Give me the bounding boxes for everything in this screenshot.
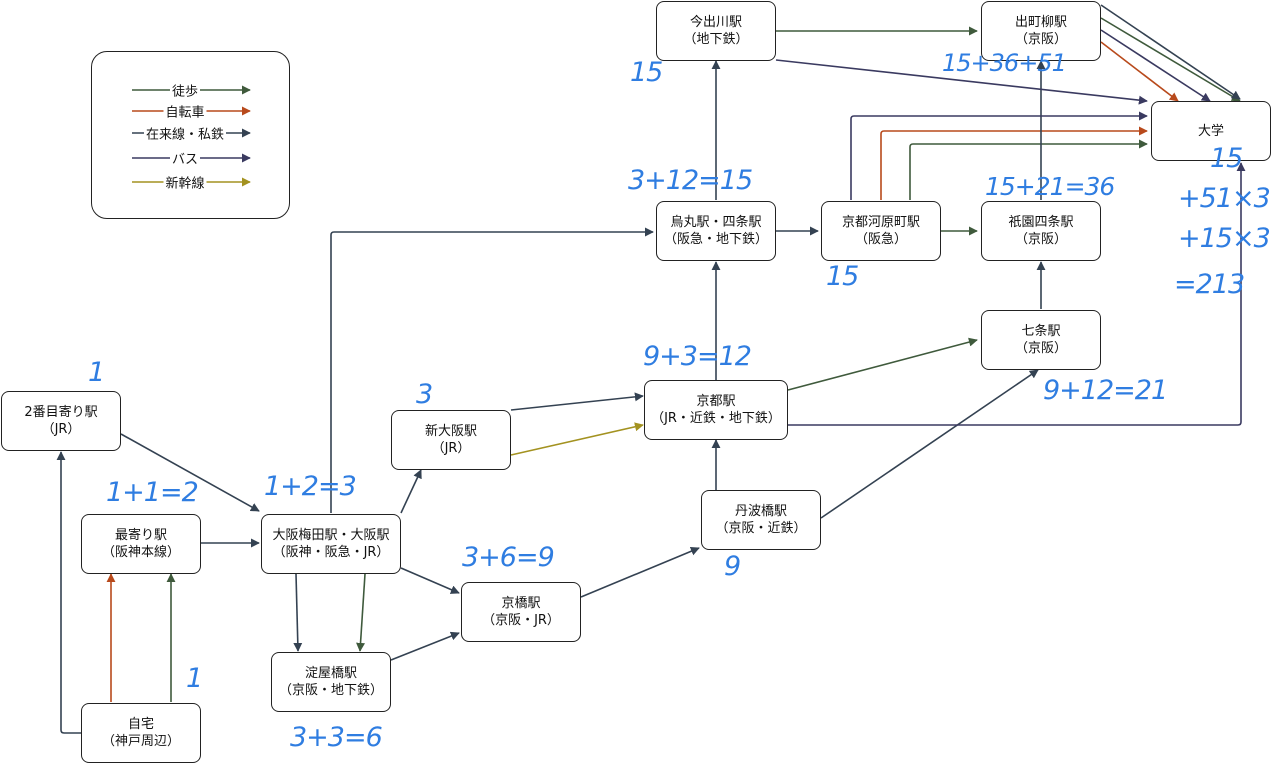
- node-karasuma-shijo-operator: （阪急・地下鉄）: [663, 232, 768, 247]
- edge-kyobashi-tanbabashi: [580, 546, 700, 598]
- node-gion-shijo-name: 祇園四条駅: [1008, 215, 1074, 230]
- node-kyoto-name: 京都駅: [696, 394, 736, 409]
- annotation-home: 1: [186, 663, 203, 694]
- node-shichijo: 七条駅 （京阪）: [981, 310, 1101, 370]
- annotation-kyoto: 9+3=12: [643, 341, 752, 372]
- annotation-yodoyabashi: 3+3=6: [290, 722, 383, 753]
- edge-demachi-daigaku-bike: [1100, 41, 1179, 102]
- node-shin-osaka-name: 新大阪駅: [424, 424, 477, 439]
- edge-umeda-yodoyabashi-rail: [293, 573, 303, 652]
- edge-umeda-yodoyabashi-walk: [356, 573, 366, 652]
- node-yodoyabashi-name: 淀屋橋駅: [304, 666, 357, 681]
- node-shichijo-name: 七条駅: [1021, 324, 1061, 339]
- node-gion-shijo-operator: （京阪）: [1014, 232, 1067, 247]
- node-demachiyanagi-operator: （京阪）: [1014, 32, 1067, 47]
- node-tanbabashi-name: 丹波橋駅: [734, 504, 787, 519]
- edge-imadegawa-daigaku-bus: [775, 59, 1148, 105]
- node-demachiyanagi-name: 出町柳駅: [1014, 15, 1067, 30]
- node-kyoto: 京都駅 （JR・近鉄・地下鉄）: [644, 380, 788, 440]
- annotation-osaka-umeda: 1+2=3: [264, 471, 357, 502]
- edge-kawaramachi-daigaku-bus: [850, 111, 1148, 200]
- annotation-daigaku-4: =213: [1174, 269, 1245, 300]
- node-osaka-umeda: 大阪梅田駅・大阪駅 （阪神・阪急・JR）: [261, 514, 401, 574]
- legend-label-walk: 徒歩: [169, 80, 201, 100]
- node-imadegawa-name: 今出川駅: [689, 15, 742, 30]
- node-second-nearest-name: 2番目寄り駅: [24, 405, 98, 420]
- edge-yodoyabashi-kyobashi: [390, 631, 460, 661]
- annotation-kawaramachi: 15: [826, 261, 859, 292]
- edge-tanbabashi-shichijo: [820, 369, 1039, 519]
- node-imadegawa-operator: （地下鉄）: [683, 32, 749, 47]
- legend-label-shinkansen: 新幹線: [163, 172, 207, 192]
- edge-shinosaka-kyoto-shinkansen: [510, 422, 644, 456]
- edge-demachi-daigaku-rail: [1100, 4, 1241, 100]
- node-shichijo-operator: （京阪）: [1014, 341, 1067, 356]
- node-daigaku: 大学: [1151, 101, 1271, 161]
- legend: 徒歩 自転車 在来線・私鉄 バス 新幹線: [91, 51, 290, 219]
- node-kawaramachi-operator: （阪急）: [854, 232, 907, 247]
- node-yodoyabashi-operator: （京阪・地下鉄）: [278, 683, 383, 698]
- node-osaka-umeda-name: 大阪梅田駅・大阪駅: [272, 528, 390, 543]
- node-imadegawa: 今出川駅 （地下鉄）: [656, 1, 776, 61]
- node-home-area: （神戸周辺）: [101, 734, 180, 749]
- annotation-second-nearest: 1: [88, 357, 105, 388]
- annotation-daigaku-3: +15×3: [1178, 223, 1271, 254]
- legend-label-rail: 在来線・私鉄: [143, 123, 227, 143]
- node-shin-osaka-operator: （JR）: [431, 441, 471, 456]
- edge-shinosaka-kyoto: [510, 392, 644, 411]
- node-yodoyabashi: 淀屋橋駅 （京阪・地下鉄）: [271, 652, 391, 712]
- edge-umeda-karasuma: [330, 227, 654, 513]
- node-kyoto-operator: （JR・近鉄・地下鉄）: [651, 411, 781, 426]
- edge-kyoto-shichijo: [787, 337, 978, 391]
- node-kawaramachi: 京都河原町駅 （阪急）: [821, 201, 941, 261]
- edge-kyoto-daigaku-bus: [788, 162, 1246, 426]
- node-second-nearest: 2番目寄り駅 （JR）: [1, 391, 121, 451]
- node-nearest-name: 最寄り駅: [114, 528, 167, 543]
- edge-umeda-kyobashi: [400, 567, 460, 594]
- node-osaka-umeda-operator: （阪神・阪急・JR）: [272, 545, 390, 560]
- node-second-nearest-operator: （JR）: [41, 422, 81, 437]
- legend-label-bike: 自転車: [163, 101, 207, 121]
- node-shin-osaka: 新大阪駅 （JR）: [391, 410, 511, 470]
- edge-umeda-shinosaka: [400, 469, 422, 514]
- annotation-shin-osaka: 3: [416, 379, 433, 410]
- legend-label-bus: バス: [169, 148, 201, 168]
- node-gion-shijo: 祇園四条駅 （京阪）: [981, 201, 1101, 261]
- edge-niban-umeda: [120, 433, 260, 512]
- node-home-name: 自宅: [127, 717, 154, 732]
- edge-jitaku-niban: [56, 451, 81, 734]
- annotation-gion: 15+21=36: [985, 172, 1115, 201]
- node-tanbabashi-operator: （京阪・近鉄）: [715, 521, 807, 536]
- annotation-kyobashi: 3+6=9: [462, 542, 555, 573]
- node-kyobashi: 京橋駅 （京阪・JR）: [461, 582, 581, 642]
- node-kawaramachi-name: 京都河原町駅: [841, 215, 920, 230]
- annotation-daigaku-2: +51×3: [1178, 183, 1271, 214]
- annotation-demachiyanagi: 15+36+51: [942, 49, 1067, 77]
- node-nearest: 最寄り駅 （阪神本線）: [81, 514, 201, 574]
- annotation-shichijo: 9+12=21: [1043, 375, 1168, 406]
- edge-kawaramachi-daigaku-walk: [909, 139, 1148, 200]
- node-karasuma-shijo: 烏丸駅・四条駅 （阪急・地下鉄）: [656, 201, 776, 261]
- node-kyobashi-operator: （京阪・JR）: [482, 613, 560, 628]
- node-tanbabashi: 丹波橋駅 （京阪・近鉄）: [701, 490, 821, 550]
- edge-demachi-daigaku-bus: [1100, 29, 1211, 102]
- node-kyobashi-name: 京橋駅: [501, 596, 541, 611]
- node-home: 自宅 （神戸周辺）: [81, 703, 201, 763]
- node-demachiyanagi: 出町柳駅 （京阪）: [981, 1, 1101, 61]
- node-karasuma-shijo-name: 烏丸駅・四条駅: [670, 215, 762, 230]
- annotation-karasuma: 3+12=15: [628, 165, 753, 196]
- node-nearest-operator: （阪神本線）: [101, 545, 180, 560]
- annotation-daigaku-1: 15: [1210, 143, 1243, 174]
- edge-kawaramachi-daigaku-bike: [880, 126, 1148, 200]
- annotation-tanbabashi: 9: [724, 551, 741, 582]
- edge-demachi-daigaku-walk: [1100, 17, 1241, 102]
- annotation-imadegawa: 15: [630, 57, 663, 88]
- node-daigaku-name: 大学: [1197, 123, 1224, 139]
- annotation-nearest: 1+1=2: [106, 477, 199, 508]
